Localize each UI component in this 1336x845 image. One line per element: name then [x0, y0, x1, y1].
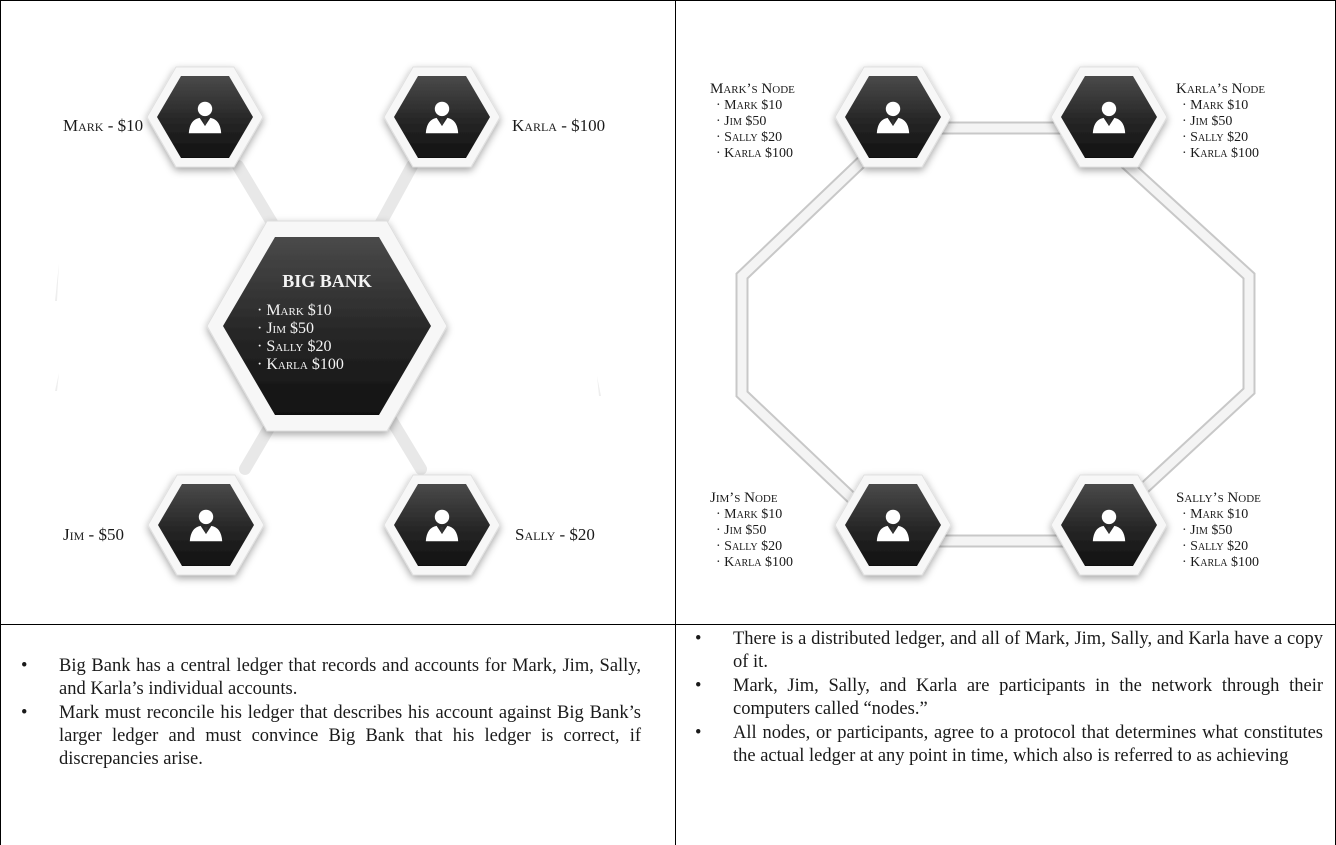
- karla-user-hexagon: [383, 66, 501, 168]
- sally-balance-label: Sally - $20: [515, 525, 595, 544]
- centralized-diagram: [55, 66, 601, 576]
- ledger-entry: · Mark $10: [1182, 507, 1249, 522]
- distributed-diagram: [735, 66, 1256, 576]
- ledger-entry: · Jim $50: [257, 320, 314, 337]
- karla-node-ledger: Karla’s Node · Mark $10 · Jim $50 · Sall…: [1176, 81, 1265, 162]
- distributed-bullet-list: There is a distributed ledger, and all o…: [675, 628, 1323, 769]
- jim-node-ledger: Jim’s Node · Mark $10 · Jim $50 · Sally …: [710, 490, 793, 571]
- mark-node-hexagon: [834, 66, 952, 168]
- ledger-entry: · Karla $100: [1182, 146, 1259, 161]
- karla-balance-label: Karla - $100: [512, 116, 606, 135]
- bullet-item: There is a distributed ledger, and all o…: [675, 628, 1323, 674]
- ledger-entry: · Mark $10: [1182, 98, 1249, 113]
- ledger-entry: · Karla $100: [716, 146, 793, 161]
- sally-node-hexagon: [1050, 474, 1168, 576]
- ledger-entry: · Jim $50: [1182, 523, 1233, 538]
- mark-node-title: Mark’s Node: [710, 81, 795, 97]
- ledger-entry: · Sally $20: [257, 338, 332, 355]
- ledger-entry: · Sally $20: [1182, 130, 1249, 145]
- bullet-item: Big Bank has a central ledger that recor…: [1, 655, 641, 701]
- mark-user-hexagon: [146, 66, 264, 168]
- ledger-entry: · Karla $100: [257, 356, 344, 373]
- ledger-entry: · Mark $10: [257, 302, 332, 319]
- jim-balance-label: Jim - $50: [63, 525, 124, 544]
- centralized-description: Big Bank has a central ledger that recor…: [0, 624, 676, 845]
- ledger-entry: · Karla $100: [716, 555, 793, 570]
- centralized-ledger-panel: BIG BANK · Mark $10 · Jim $50 · Sally $2…: [0, 0, 676, 625]
- ledger-entry: · Jim $50: [716, 114, 767, 129]
- big-bank-title: BIG BANK: [282, 271, 372, 291]
- karla-node-title: Karla’s Node: [1176, 81, 1266, 97]
- jim-user-hexagon: [147, 474, 265, 576]
- network-ring: [735, 121, 1256, 548]
- ledger-entry: · Jim $50: [1182, 114, 1233, 129]
- jim-node-title: Jim’s Node: [710, 490, 778, 506]
- ledger-entry: · Jim $50: [716, 523, 767, 538]
- distributed-description: There is a distributed ledger, and all o…: [675, 624, 1336, 845]
- sally-node-ledger: Sally’s Node · Mark $10 · Jim $50 · Sall…: [1176, 490, 1261, 571]
- ledger-entry: · Sally $20: [1182, 539, 1249, 554]
- sally-user-hexagon: [383, 474, 501, 576]
- mark-node-ledger: Mark’s Node · Mark $10 · Jim $50 · Sally…: [710, 81, 795, 162]
- ledger-entry: · Karla $100: [1182, 555, 1259, 570]
- bullet-item: Mark, Jim, Sally, and Karla are particip…: [675, 675, 1323, 721]
- ledger-entry: · Mark $10: [716, 98, 783, 113]
- centralized-bullet-list: Big Bank has a central ledger that recor…: [1, 655, 641, 772]
- ledger-entry: · Sally $20: [716, 539, 783, 554]
- bullet-item: All nodes, or participants, agree to a p…: [675, 722, 1323, 768]
- bullet-item: Mark must reconcile his ledger that desc…: [1, 702, 641, 771]
- jim-node-hexagon: [834, 474, 952, 576]
- mark-balance-label: Mark - $10: [63, 116, 144, 135]
- sally-node-title: Sally’s Node: [1176, 490, 1261, 506]
- karla-node-hexagon: [1050, 66, 1168, 168]
- ledger-entry: · Mark $10: [716, 507, 783, 522]
- big-bank-hexagon: [206, 220, 448, 432]
- big-bank-ledger: BIG BANK · Mark $10 · Jim $50 · Sally $2…: [257, 271, 397, 374]
- distributed-ledger-panel: Mark’s Node · Mark $10 · Jim $50 · Sally…: [675, 0, 1336, 625]
- ledger-entry: · Sally $20: [716, 130, 783, 145]
